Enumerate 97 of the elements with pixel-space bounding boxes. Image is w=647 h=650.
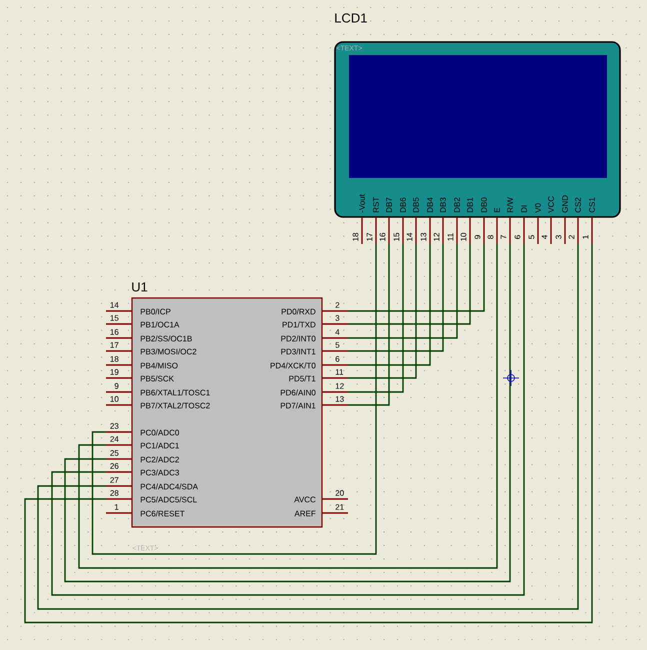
wire (348, 244, 458, 339)
pin-name: DB1 (467, 198, 473, 212)
pin-name: PC3/ADC3 (140, 470, 179, 476)
pin-name: PB2/SS/OC1B (140, 336, 192, 342)
pin-number: 23 (110, 423, 118, 429)
pin-name: AREF (294, 510, 316, 516)
pin-number: 14 (406, 232, 412, 241)
component-label: LCD1 (335, 13, 367, 23)
pin-name: GND (562, 195, 568, 212)
pin-name: PD4/XCK/T0 (270, 362, 316, 368)
pin-name: PD3/INT1 (281, 348, 316, 354)
pin-number: 12 (434, 232, 440, 241)
pin-number: 16 (380, 232, 386, 241)
pin-name: PC4/ADC4/SDA (140, 484, 198, 490)
pin-name: PD7/AIN1 (280, 402, 316, 408)
pin-name: RST (373, 196, 379, 212)
pin-number: 13 (336, 396, 344, 402)
pin-number: 10 (110, 396, 118, 402)
wire (348, 244, 417, 379)
pin-number: 13 (420, 232, 426, 241)
pin-number: 15 (110, 315, 118, 321)
wire (348, 244, 485, 312)
pin-name: PD5/T1 (289, 376, 316, 382)
pin-name: PC6/RESET (140, 510, 184, 516)
pin-number: 16 (110, 329, 118, 335)
wire (348, 244, 390, 406)
pin-name: PC0/ADC0 (140, 430, 179, 436)
pin-number: 17 (110, 342, 118, 348)
pin-name: -Vout (359, 194, 365, 212)
pin-number: 4 (542, 235, 548, 240)
pin-name: PD0/RXD (282, 308, 316, 314)
pin-number: 2 (336, 302, 340, 308)
pin-name: DB2 (454, 198, 460, 212)
pin-number: 5 (528, 235, 534, 239)
pin-number: 21 (336, 504, 344, 510)
pin-name: PD2/INT0 (281, 336, 316, 342)
pin-number: 14 (110, 302, 119, 308)
pin-number: 9 (114, 383, 118, 389)
wire (92, 244, 377, 555)
pin-name: DB5 (413, 198, 419, 212)
pin-number: 10 (460, 232, 466, 241)
pin-name: CS1 (589, 198, 595, 212)
pin-number: 8 (488, 235, 494, 239)
pin-name: PB5/SCK (140, 376, 174, 382)
pin-name: PD1/TXD (282, 322, 316, 328)
pin-number: 12 (336, 383, 344, 389)
pin-number: 2 (568, 235, 574, 239)
pin-number: 9 (474, 235, 480, 239)
pin-name: PC2/ADC2 (140, 456, 179, 462)
pin-number: 5 (336, 342, 340, 348)
pin-number: 27 (110, 477, 118, 483)
pin-name: VCC (548, 196, 554, 213)
pin-number: 6 (336, 356, 340, 362)
pin-name: PB7/XTAL2/TOSC2 (140, 402, 210, 408)
pin-name: DB4 (427, 197, 433, 212)
pin-number: 19 (110, 369, 118, 375)
pin-name: PB1/OC1A (140, 322, 180, 328)
wire (348, 244, 431, 366)
pin-number: 11 (448, 233, 454, 241)
pin-name: PB4/MISO (140, 362, 178, 368)
pin-number: 18 (110, 356, 118, 362)
pin-name: DB6 (400, 198, 406, 212)
pin-number: 4 (335, 329, 340, 335)
pin-number: 3 (336, 315, 340, 321)
pin-number: 3 (556, 235, 562, 239)
pin-name: PB0/ICP (140, 308, 170, 314)
pin-name: E (494, 208, 500, 212)
pin-number: 18 (352, 232, 358, 241)
pin-name: DB3 (440, 198, 446, 212)
wire (348, 244, 444, 352)
pin-number: 20 (336, 490, 344, 496)
pin-name: R/W (507, 197, 513, 212)
pin-number: 1 (582, 235, 588, 239)
wire (348, 244, 471, 325)
pin-number: 7 (500, 235, 506, 239)
pin-name: PD6/AIN0 (280, 390, 316, 396)
pin-number: 17 (366, 232, 372, 241)
pin-name: PB3/MOSI/OC2 (140, 348, 196, 354)
component-label: U1 (132, 282, 148, 292)
pin-number: 6 (514, 235, 520, 239)
pin-number: 28 (110, 490, 118, 496)
pin-name: PC5/ADC5/SCL (140, 496, 197, 502)
pin-name: CS2 (575, 198, 581, 212)
pin-number: 15 (394, 232, 400, 241)
pin-name: V0 (535, 203, 541, 213)
pin-number: 1 (114, 504, 118, 510)
pin-number: 11 (336, 369, 344, 375)
wire (348, 244, 404, 393)
pin-name: DB7 (386, 198, 392, 212)
pin-name: AVCC (294, 496, 316, 502)
pin-number: 25 (110, 450, 118, 456)
pin-number: 26 (110, 463, 118, 469)
pin-name: DB0 (481, 198, 487, 212)
pin-name: PC1/ADC1 (140, 442, 179, 448)
pin-name: PB6/XTAL1/TOSC1 (140, 390, 210, 396)
pin-number: 24 (110, 436, 119, 442)
pin-name: DI (521, 206, 527, 212)
